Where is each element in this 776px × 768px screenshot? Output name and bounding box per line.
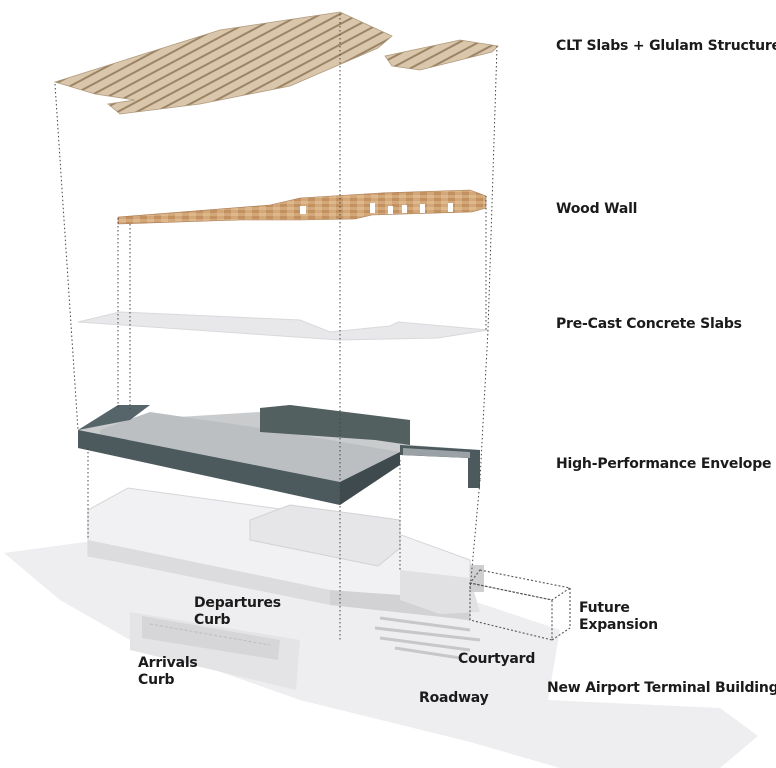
label-envelope: High-Performance Envelope	[556, 456, 772, 472]
label-future-expansion: Future Expansion	[579, 600, 658, 634]
future-line1: Future	[579, 600, 630, 616]
label-departures-curb: Departures Curb	[194, 595, 281, 629]
envelope-layer	[78, 405, 480, 505]
departures-line1: Departures	[194, 595, 281, 611]
arrivals-line2: Curb	[138, 672, 175, 688]
label-arrivals-curb: Arrivals Curb	[138, 655, 198, 689]
label-wood-wall: Wood Wall	[556, 201, 638, 217]
label-clt-slabs: CLT Slabs + Glulam Structure	[556, 38, 776, 54]
site-ground-plane	[4, 536, 758, 768]
future-line2: Expansion	[579, 617, 658, 633]
alignment-guide-lines	[54, 14, 498, 640]
base-terminal-building	[87, 487, 484, 621]
courtyard-area	[374, 616, 481, 660]
arrivals-line1: Arrivals	[138, 655, 198, 671]
precast-slabs-layer	[77, 311, 489, 341]
label-terminal-building: New Airport Terminal Building	[547, 680, 776, 696]
departures-line2: Curb	[194, 612, 231, 628]
future-expansion-outline	[469, 569, 572, 641]
label-roadway: Roadway	[419, 690, 489, 706]
clt-slabs-layer	[53, 11, 499, 115]
wood-wall-layer	[117, 189, 487, 225]
label-courtyard: Courtyard	[458, 651, 536, 667]
label-precast-slabs: Pre-Cast Concrete Slabs	[556, 316, 742, 332]
